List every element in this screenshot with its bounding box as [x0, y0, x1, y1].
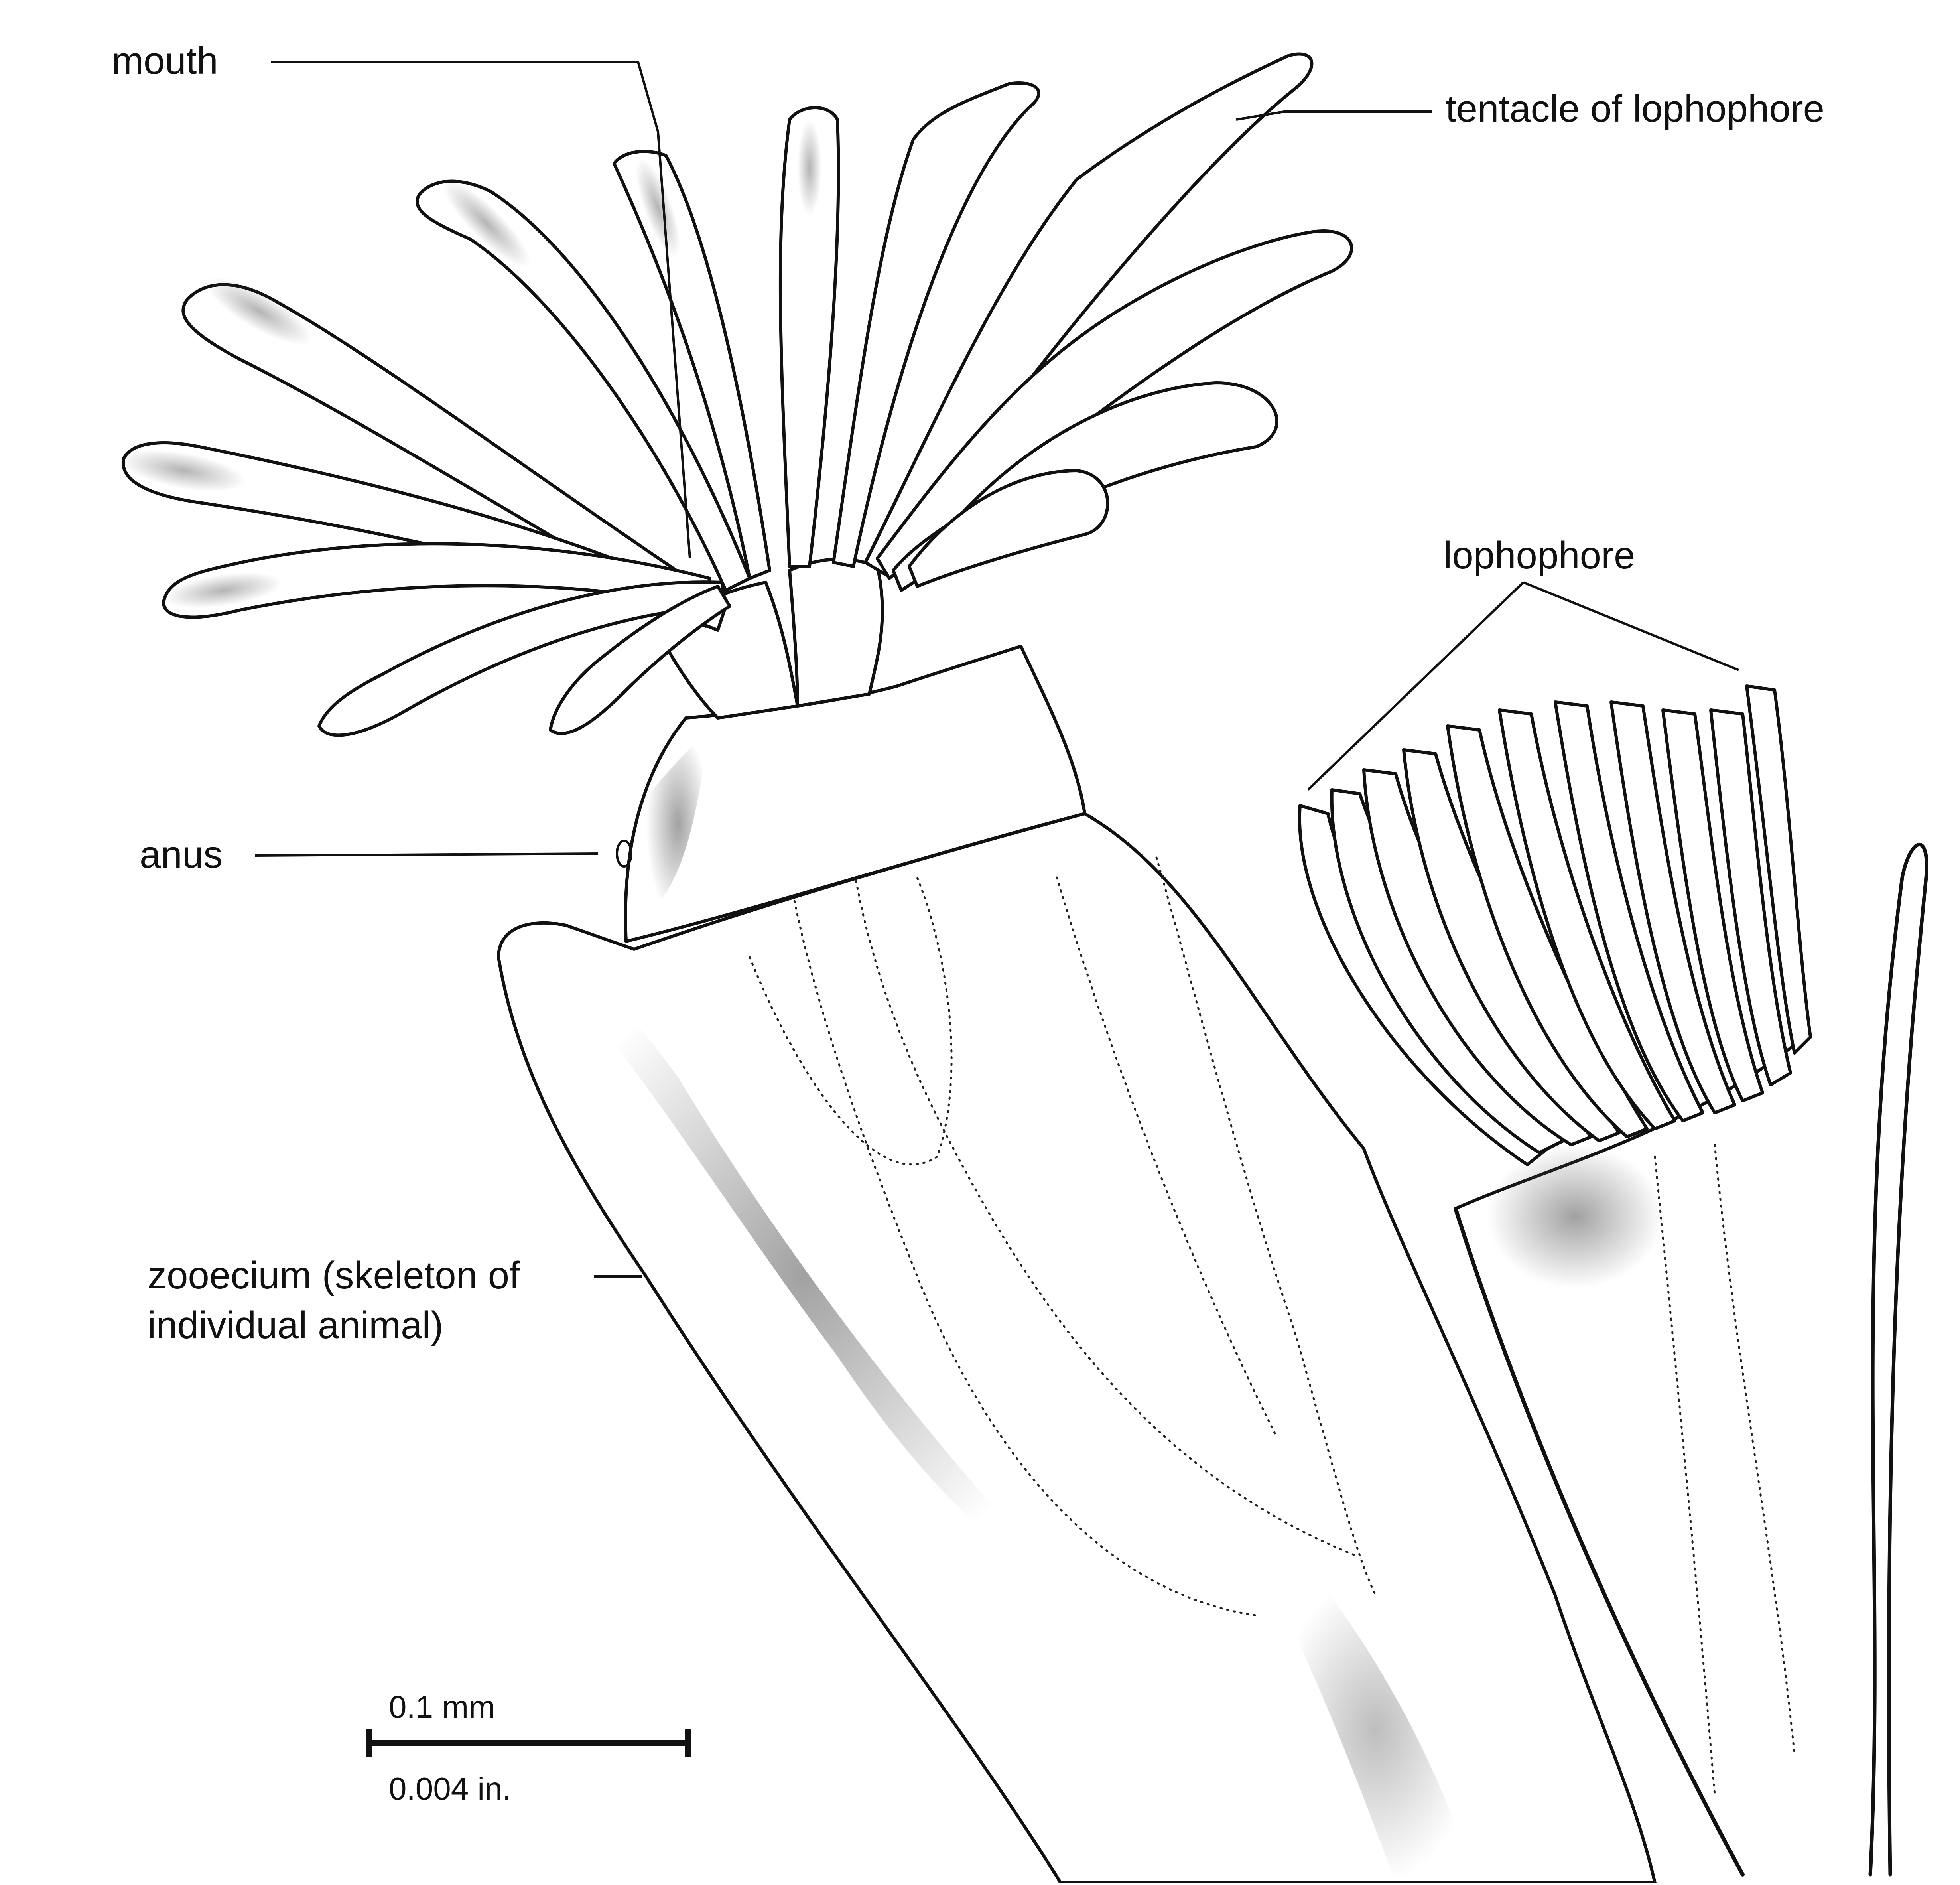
- bundled-tentacle: [1709, 708, 1792, 1086]
- second-zooecium-wall: [1454, 1207, 1745, 1877]
- gut-outline: [1056, 876, 1277, 1437]
- anus-leader: [255, 852, 599, 857]
- tentacle-label: tentacle of lophophore: [1446, 87, 1825, 130]
- tentacle: [549, 585, 731, 735]
- sheath-shading: [646, 730, 710, 917]
- bundled-tentacle: [1745, 684, 1812, 1055]
- mouth-label: mouth: [112, 39, 218, 82]
- scale-imperial-label: 0.004 in.: [389, 1771, 511, 1806]
- bundled-tentacle: [1661, 708, 1764, 1102]
- tentacle-crown: [121, 52, 1353, 737]
- second-zooid-shading: [1487, 1145, 1663, 1288]
- tentacle-shading: [120, 120, 821, 608]
- lower-shading: [1276, 1575, 1475, 1883]
- tentacle-sheath: [624, 645, 1086, 943]
- bundled-tentacle: [1554, 700, 1704, 1122]
- zooecium-outline: [497, 812, 1657, 1885]
- lophophore-leader-left: [1307, 581, 1525, 791]
- lophophore-leader-right: [1523, 581, 1739, 671]
- mouth-cone: [788, 557, 884, 708]
- tentacle: [121, 441, 727, 632]
- anus-opening: [616, 840, 632, 868]
- tentacle: [908, 469, 1109, 588]
- leader-lines: [255, 61, 1739, 1278]
- neighbour-zooecium-outline: [1868, 842, 1928, 1877]
- main-zooid: [120, 52, 1657, 1885]
- lophophore-label: lophophore: [1444, 534, 1635, 577]
- retracted-lophophore: [1298, 684, 1812, 1166]
- tentacle: [832, 81, 1040, 568]
- scale-metric-label: 0.1 mm: [389, 1689, 495, 1725]
- bundled-tentacle: [1498, 708, 1676, 1130]
- zooecium-label-line1: zooecium (skeleton of: [148, 1254, 520, 1297]
- second-zooid-body-line: [1714, 1144, 1796, 1756]
- gut-outline: [749, 876, 953, 1166]
- zooecium-label-line2: individual animal): [148, 1304, 443, 1347]
- second-zooid-body-line: [1654, 1155, 1716, 1796]
- bundled-tentacle: [1609, 700, 1736, 1114]
- anus-label: anus: [140, 833, 223, 876]
- bundled-tentacle: [1446, 724, 1649, 1138]
- mouth-leader: [271, 61, 691, 559]
- tentacle-leader: [1236, 110, 1432, 121]
- zooecium-shading: [530, 956, 1077, 1595]
- tentacle: [778, 106, 840, 568]
- scale-bar: [366, 1729, 691, 1757]
- second-zooid: [1298, 684, 1928, 1877]
- tentacle: [317, 580, 727, 737]
